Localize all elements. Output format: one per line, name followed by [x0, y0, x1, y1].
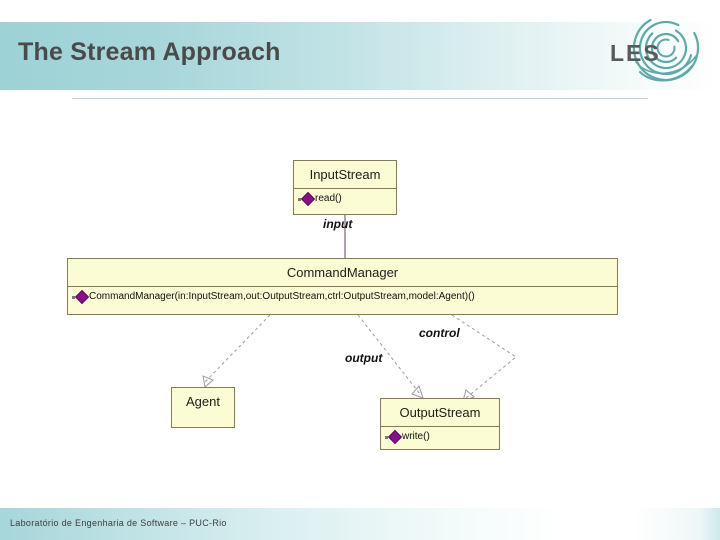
operation-diamond-icon	[300, 192, 316, 207]
association-line-model	[204, 314, 271, 383]
association-line-output	[357, 314, 421, 395]
uml-class-output-stream[interactable]: OutputStream write()	[380, 398, 500, 450]
association-line-control	[451, 314, 517, 399]
uml-class-agent[interactable]: Agent	[171, 387, 235, 428]
uml-class-diagram: InputStream read() input CommandManager …	[0, 110, 720, 480]
page-title: The Stream Approach	[18, 38, 281, 66]
uml-members: CommandManager(in:InputStream,out:Output…	[68, 287, 617, 307]
logo-text: LES	[610, 40, 661, 66]
uml-member-row: read()	[298, 192, 394, 207]
footer-text: Laboratório de Engenharia de Software – …	[10, 518, 227, 528]
uml-class-command-manager[interactable]: CommandManager CommandManager(in:InputSt…	[67, 258, 618, 315]
uml-member-row: CommandManager(in:InputStream,out:Output…	[72, 290, 615, 305]
uml-separator	[381, 426, 499, 428]
les-spiral-logo-icon	[632, 14, 700, 82]
uml-members: write()	[381, 427, 499, 447]
uml-separator	[294, 188, 396, 190]
arrowhead-model	[202, 375, 214, 388]
association-label-control: control	[419, 326, 460, 340]
uml-class-name: Agent	[186, 394, 220, 409]
uml-separator	[68, 286, 617, 288]
diagram-connectors	[202, 215, 517, 402]
operation-diamond-icon	[74, 290, 90, 305]
header-band	[0, 22, 720, 90]
uml-class-input-stream[interactable]: InputStream read()	[293, 160, 397, 215]
visibility-dot-icon	[298, 197, 301, 201]
footer-band	[0, 508, 720, 540]
association-label-input: input	[323, 217, 353, 231]
les-logo: LES	[600, 10, 712, 92]
uml-members: read()	[294, 189, 396, 209]
visibility-dot-icon	[385, 435, 388, 439]
operation-diamond-icon	[387, 430, 403, 445]
header-divider	[72, 98, 648, 99]
uml-member-row: write()	[385, 430, 497, 445]
uml-member-label: read()	[315, 193, 342, 205]
arrowhead-output	[411, 385, 424, 399]
uml-class-name: OutputStream	[399, 405, 481, 420]
uml-member-label: write()	[402, 431, 430, 443]
association-label-output: output	[345, 351, 383, 365]
uml-class-name: CommandManager	[286, 265, 399, 280]
uml-class-name: InputStream	[309, 167, 381, 182]
visibility-dot-icon	[72, 295, 75, 299]
uml-member-label: CommandManager(in:InputStream,out:Output…	[89, 291, 475, 303]
